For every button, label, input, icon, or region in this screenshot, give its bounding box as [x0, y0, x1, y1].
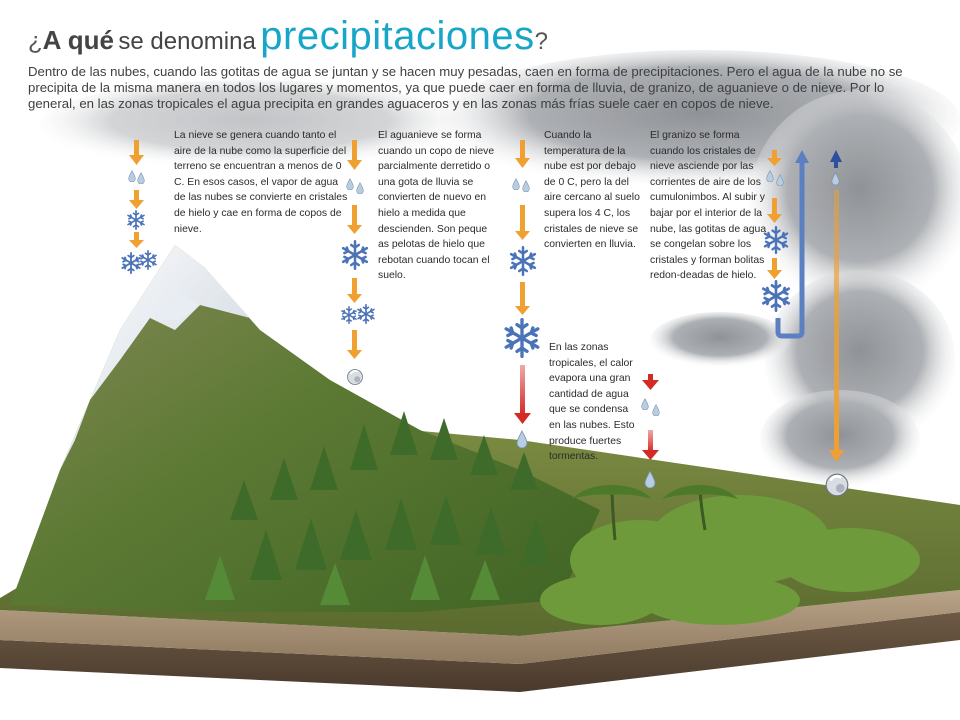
- note-sleet: El aguanieve se forma cuando un copo de …: [378, 130, 495, 282]
- orange-arrow-icon: [347, 205, 362, 234]
- tropical-sequence: [641, 374, 660, 488]
- orange-arrow-icon: [129, 190, 144, 209]
- snowflake-icon: [341, 240, 369, 270]
- hailstone-icon: [346, 368, 364, 386]
- snowflake-icon: [127, 210, 145, 230]
- raindrop-icon: [128, 170, 145, 184]
- red-arrow-icon: [642, 430, 659, 460]
- note-hail: El granizo se forma cuando los cristales…: [650, 130, 767, 282]
- snowflake-icon: [357, 304, 375, 324]
- orange-arrow-icon: [347, 330, 362, 359]
- raindrop-icon: [641, 398, 660, 416]
- red-arrow-icon: [514, 365, 531, 424]
- orange-arrow-icon: [347, 278, 362, 303]
- hail-sequence: [761, 150, 850, 498]
- rain-sequence: [504, 140, 540, 448]
- snowflake-icon: [504, 318, 540, 358]
- orange-arrow-icon: [347, 140, 362, 170]
- intro-paragraph: Dentro de las nubes, cuando las gotitas …: [28, 64, 903, 111]
- orange-arrow-icon: [767, 150, 782, 166]
- orange-arrow-icon: [129, 140, 144, 165]
- sleet-sequence: [341, 140, 375, 386]
- red-arrow-icon: [642, 374, 659, 390]
- title-question-close: ?: [534, 28, 548, 55]
- title-question-open: ¿: [28, 28, 43, 55]
- blue-updraft-arrow-icon: [775, 160, 805, 339]
- snow-sequence: [121, 140, 157, 274]
- title-middle: se denomina: [118, 28, 256, 55]
- page-title: ¿A qué se denomina precipitaciones?: [28, 14, 548, 59]
- orange-arrow-icon: [515, 140, 530, 168]
- orange-arrow-icon: [767, 198, 782, 223]
- note-tropical: En las zonas tropicales, el calor evapor…: [549, 342, 635, 463]
- raindrop-icon: [516, 430, 528, 448]
- snowflake-icon: [509, 246, 537, 276]
- title-bold: A qué: [42, 25, 114, 55]
- hailstone-icon: [824, 472, 850, 498]
- title-highlight: precipitaciones: [260, 14, 535, 58]
- snowflake-icon: [121, 252, 141, 274]
- blue-arrow-icon: [830, 150, 842, 168]
- forest: [205, 411, 920, 625]
- note-rain: Cuando la temperatura de la nube est por…: [544, 130, 640, 251]
- snowflake-icon: [341, 306, 357, 324]
- orange-arrow-icon: [829, 190, 844, 462]
- orange-arrow-icon: [515, 205, 530, 240]
- note-snow: La nieve se genera cuando tanto el aire …: [174, 130, 348, 235]
- orange-arrow-icon: [515, 282, 530, 315]
- orange-arrow-icon: [767, 258, 782, 279]
- snowflake-icon: [139, 250, 157, 270]
- orange-arrow-icon: [129, 232, 144, 248]
- raindrop-icon: [512, 178, 530, 192]
